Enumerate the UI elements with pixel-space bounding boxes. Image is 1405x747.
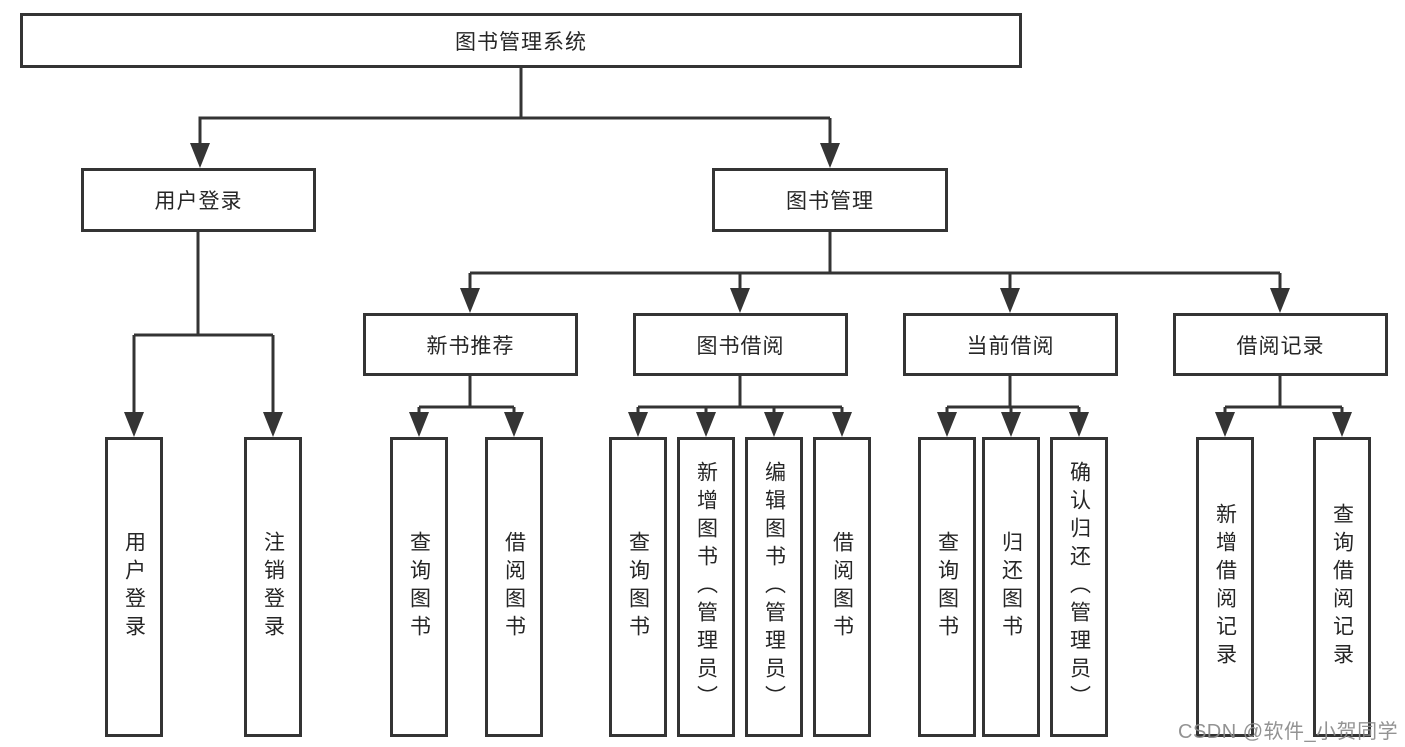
node-label: 图书管理系统 — [455, 30, 587, 54]
leaf-query-books-recommend: 查询图书 — [390, 437, 448, 737]
leaf-user-login: 用户登录 — [105, 437, 163, 737]
node-user-login: 用户登录 — [81, 168, 316, 232]
node-borrow-records: 借阅记录 — [1173, 313, 1388, 376]
leaf-query-borrow-record: 查询借阅记录 — [1313, 437, 1371, 737]
leaf-logout: 注销登录 — [244, 437, 302, 737]
node-label: 图书管理 — [786, 190, 874, 213]
node-book-management: 图书管理 — [712, 168, 948, 232]
node-new-book-recommend: 新书推荐 — [363, 313, 578, 376]
node-label: 查询借阅记录 — [1330, 503, 1354, 671]
node-label: 确认归还（管理员） — [1067, 461, 1091, 713]
node-label: 图书借阅 — [696, 334, 785, 358]
leaf-borrow-books: 借阅图书 — [813, 437, 871, 737]
leaf-add-book-admin: 新增图书（管理员） — [677, 437, 735, 737]
node-label: 注销登录 — [261, 531, 285, 643]
node-label: 查询图书 — [626, 531, 650, 643]
leaf-query-books-current: 查询图书 — [918, 437, 976, 737]
node-label: 用户登录 — [154, 190, 243, 213]
leaf-add-borrow-record: 新增借阅记录 — [1196, 437, 1254, 737]
node-label: 归还图书 — [999, 531, 1023, 643]
node-label: 当前借阅 — [966, 334, 1055, 358]
node-label: 查询图书 — [935, 531, 959, 643]
node-label: 新书推荐 — [426, 334, 515, 358]
node-label: 编辑图书（管理员） — [762, 461, 786, 713]
node-book-borrow: 图书借阅 — [633, 313, 848, 376]
leaf-borrow-books-recommend: 借阅图书 — [485, 437, 543, 737]
node-label: 借阅记录 — [1236, 334, 1325, 358]
node-label: 借阅图书 — [502, 531, 526, 643]
node-label: 新增借阅记录 — [1213, 503, 1237, 671]
node-label: 用户登录 — [122, 531, 146, 643]
leaf-edit-book-admin: 编辑图书（管理员） — [745, 437, 803, 737]
node-label: 查询图书 — [407, 531, 431, 643]
leaf-confirm-return-admin: 确认归还（管理员） — [1050, 437, 1108, 737]
leaf-return-book: 归还图书 — [982, 437, 1040, 737]
watermark: CSDN @软件_小贺同学 — [1178, 721, 1399, 743]
node-label: 借阅图书 — [830, 531, 854, 643]
node-current-borrow: 当前借阅 — [903, 313, 1118, 376]
node-label: 新增图书（管理员） — [694, 461, 718, 713]
node-library-management-system: 图书管理系统 — [20, 13, 1022, 68]
leaf-query-books-borrow: 查询图书 — [609, 437, 667, 737]
